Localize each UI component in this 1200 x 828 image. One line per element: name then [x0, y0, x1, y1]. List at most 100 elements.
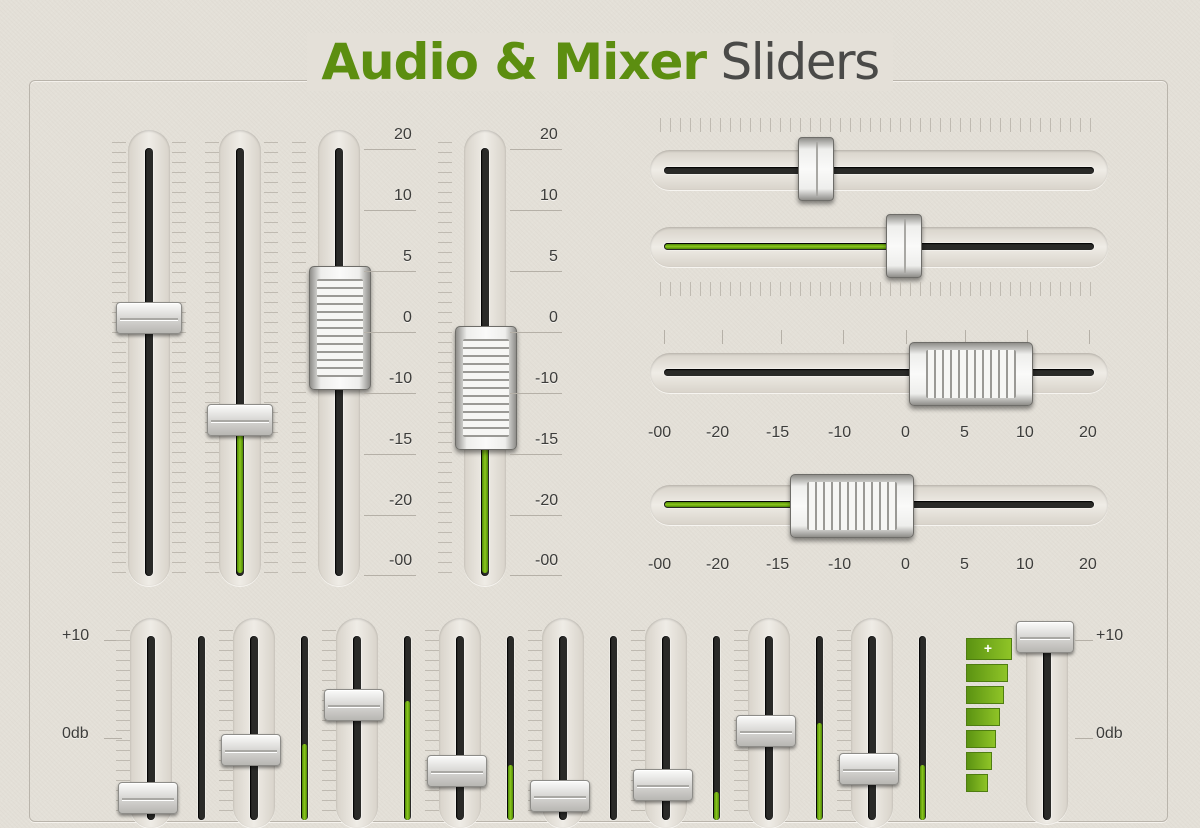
title-plain: Sliders — [720, 33, 880, 91]
mixer-channel-8-meter-fill — [920, 764, 925, 820]
scale-label: -00 — [648, 556, 672, 573]
tick-marks — [205, 142, 219, 582]
scale-label: -00 — [535, 552, 559, 569]
tick-marks — [660, 282, 1096, 296]
scale-label: -00 — [389, 552, 413, 569]
h-slider-3-knob[interactable] — [909, 342, 1033, 406]
tick-marks — [116, 630, 130, 820]
scale-label: -20 — [706, 556, 730, 573]
scale-label: -15 — [535, 431, 559, 448]
mixer-channel-2-meter-fill — [302, 744, 307, 820]
h-slider-2-fill — [665, 244, 897, 249]
h-slider-4-knob[interactable] — [790, 474, 914, 538]
tick-marks — [438, 142, 452, 582]
scale-label: -00 — [648, 424, 672, 441]
mixer-channel-1-knob[interactable] — [118, 782, 178, 814]
mixer-channel-3-groove — [353, 636, 361, 820]
scale-label: -10 — [535, 370, 559, 387]
mixer-channel-2-meter — [301, 636, 308, 820]
h-slider-2-knob[interactable] — [886, 214, 922, 278]
mixer-channel-3-meter-fill — [405, 700, 410, 820]
scale-label: 20 — [394, 126, 412, 143]
plus-icon: + — [983, 640, 993, 656]
master-scale-mid: 0db — [1096, 725, 1123, 742]
mixer-scale-mid: 0db — [62, 725, 89, 742]
tick-marks — [292, 142, 306, 582]
scale-label: -20 — [389, 492, 413, 509]
mixer-channel-1-meter — [198, 636, 205, 820]
v-slider-3-knob[interactable] — [309, 266, 371, 390]
tick-marks — [837, 630, 851, 820]
scale-label: 5 — [549, 248, 558, 265]
tick-marks — [528, 630, 542, 820]
v-slider-2-groove — [236, 148, 244, 576]
mixer-channel-2-groove — [250, 636, 258, 820]
v-slider-4-fill — [482, 440, 488, 573]
scale-label: -15 — [766, 556, 790, 573]
mixer-channel-1-groove — [147, 636, 155, 820]
tick-marks — [219, 630, 233, 820]
scale-label: 10 — [394, 187, 412, 204]
mixer-channel-8-meter — [919, 636, 926, 820]
mixer-channel-3-knob[interactable] — [324, 689, 384, 722]
mixer-channel-6-knob[interactable] — [633, 769, 693, 802]
scale-label: -10 — [828, 556, 852, 573]
master-scale-top: +10 — [1096, 627, 1124, 644]
scale-label: 0 — [403, 309, 412, 326]
v-slider-4-knob[interactable] — [455, 326, 517, 450]
scale-label: -20 — [706, 424, 730, 441]
mixer-channel-4-groove — [456, 636, 464, 820]
mixer-channel-5-knob[interactable] — [530, 780, 590, 813]
v-slider-2-fill — [237, 430, 243, 573]
h-slider-1-groove — [664, 167, 1094, 174]
scale-label: 5 — [403, 248, 412, 265]
scale-label: 0 — [901, 556, 910, 573]
tick-marks — [660, 118, 1096, 132]
tick-marks — [322, 630, 336, 820]
mixer-channel-7-knob[interactable] — [736, 714, 796, 747]
mixer-channel-8-knob[interactable] — [839, 753, 899, 786]
scale-label: 10 — [1016, 424, 1034, 441]
scale-label: 0 — [549, 309, 558, 326]
h-slider-3-groove — [664, 369, 1094, 376]
scale-label: 5 — [960, 424, 969, 441]
mixer-channel-4-knob[interactable] — [427, 754, 487, 787]
tick-marks — [264, 142, 278, 582]
master-fader-groove — [1043, 640, 1051, 820]
scale-label: -15 — [389, 431, 413, 448]
mixer-channel-6-groove — [662, 636, 670, 820]
mixer-channel-5-meter — [610, 636, 617, 820]
scale-label: 10 — [540, 187, 558, 204]
scale-label: 5 — [960, 556, 969, 573]
scale-label: -10 — [828, 424, 852, 441]
mixer-channel-4-meter — [507, 636, 514, 820]
scale-label: 0 — [901, 424, 910, 441]
scale-label: -10 — [389, 370, 413, 387]
h-slider-1-knob[interactable] — [798, 137, 834, 201]
mixer-scale-top: +10 — [62, 627, 90, 644]
tick-marks — [425, 630, 439, 820]
scale-label: -20 — [535, 492, 559, 509]
mixer-channel-6-meter-fill — [714, 792, 719, 820]
h-slider-4-fill — [665, 502, 795, 507]
scale-label: 20 — [1079, 556, 1097, 573]
master-level-meter: + — [966, 638, 1012, 808]
scale-label: 10 — [1016, 556, 1034, 573]
mixer-channel-4-meter-fill — [508, 764, 513, 820]
title-accent: Audio & Mixer — [321, 33, 707, 91]
v-slider-2-knob[interactable] — [207, 404, 273, 436]
scale-label: 20 — [1079, 424, 1097, 441]
v-slider-1-knob[interactable] — [116, 302, 182, 334]
mixer-channel-8-groove — [868, 636, 876, 820]
master-fader-knob[interactable] — [1016, 621, 1074, 653]
tick-marks — [172, 142, 186, 582]
scale-label: 20 — [540, 126, 558, 143]
tick-marks — [112, 142, 126, 582]
mixer-channel-7-meter-fill — [817, 723, 822, 820]
scale-label: -15 — [766, 424, 790, 441]
mixer-channel-2-knob[interactable] — [221, 734, 281, 766]
v-slider-1-groove — [145, 148, 153, 576]
page-title: Audio & Mixer Sliders — [0, 30, 1200, 94]
mixer-channel-6-meter — [713, 636, 720, 820]
mixer-channel-5-groove — [559, 636, 567, 820]
